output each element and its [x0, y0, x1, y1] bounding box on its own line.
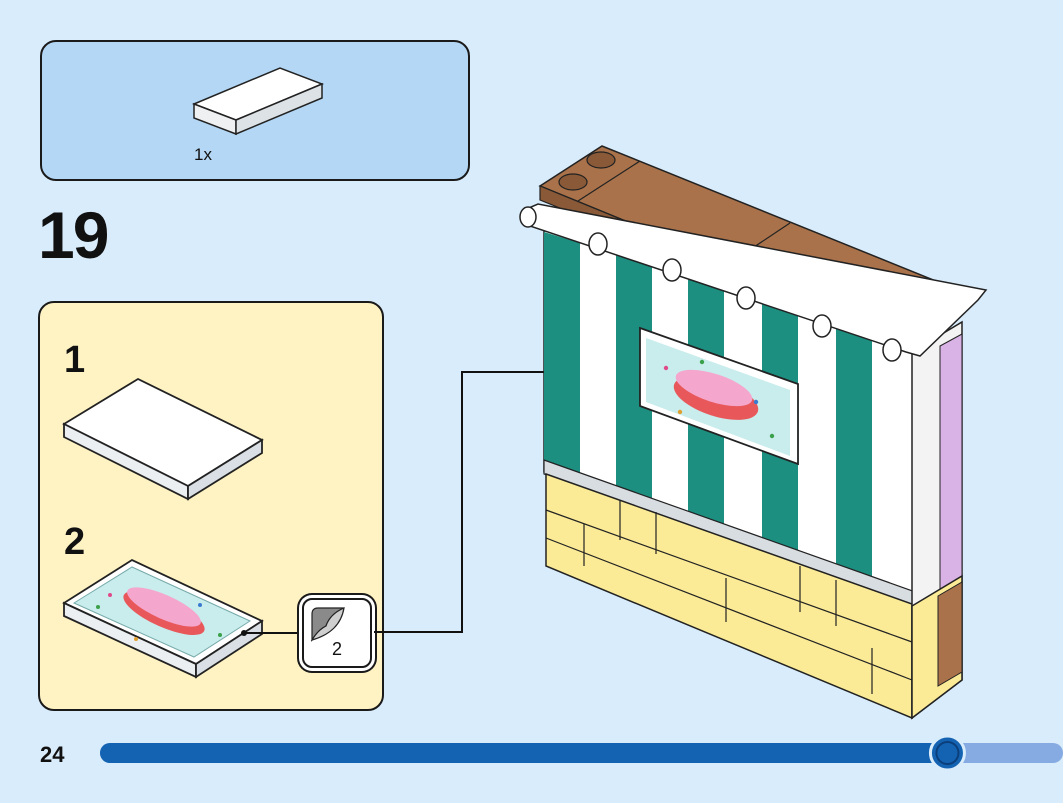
substep-number-2: 2 [64, 521, 86, 563]
placement-arrow-line [374, 371, 610, 633]
progress-marker [928, 734, 966, 772]
white-tile-part-icon [191, 67, 325, 136]
part-quantity: 1x [194, 145, 212, 164]
progress-track [100, 743, 1063, 763]
white-tile-icon [62, 377, 264, 501]
sticker-peel-icon [310, 607, 345, 643]
step-number: 19 [38, 198, 109, 272]
placement-arrow-head [606, 360, 642, 384]
progress-fill [100, 743, 948, 763]
substep-number-1: 1 [64, 339, 86, 381]
page-number: 24 [40, 742, 65, 767]
sticker-callout: 2 [302, 598, 372, 668]
sticker-sheet-number: 2 [331, 639, 342, 659]
parts-list-box: 1x [40, 40, 470, 181]
cake-sticker-tile-icon [62, 558, 264, 679]
substep-illustrations [62, 377, 302, 679]
